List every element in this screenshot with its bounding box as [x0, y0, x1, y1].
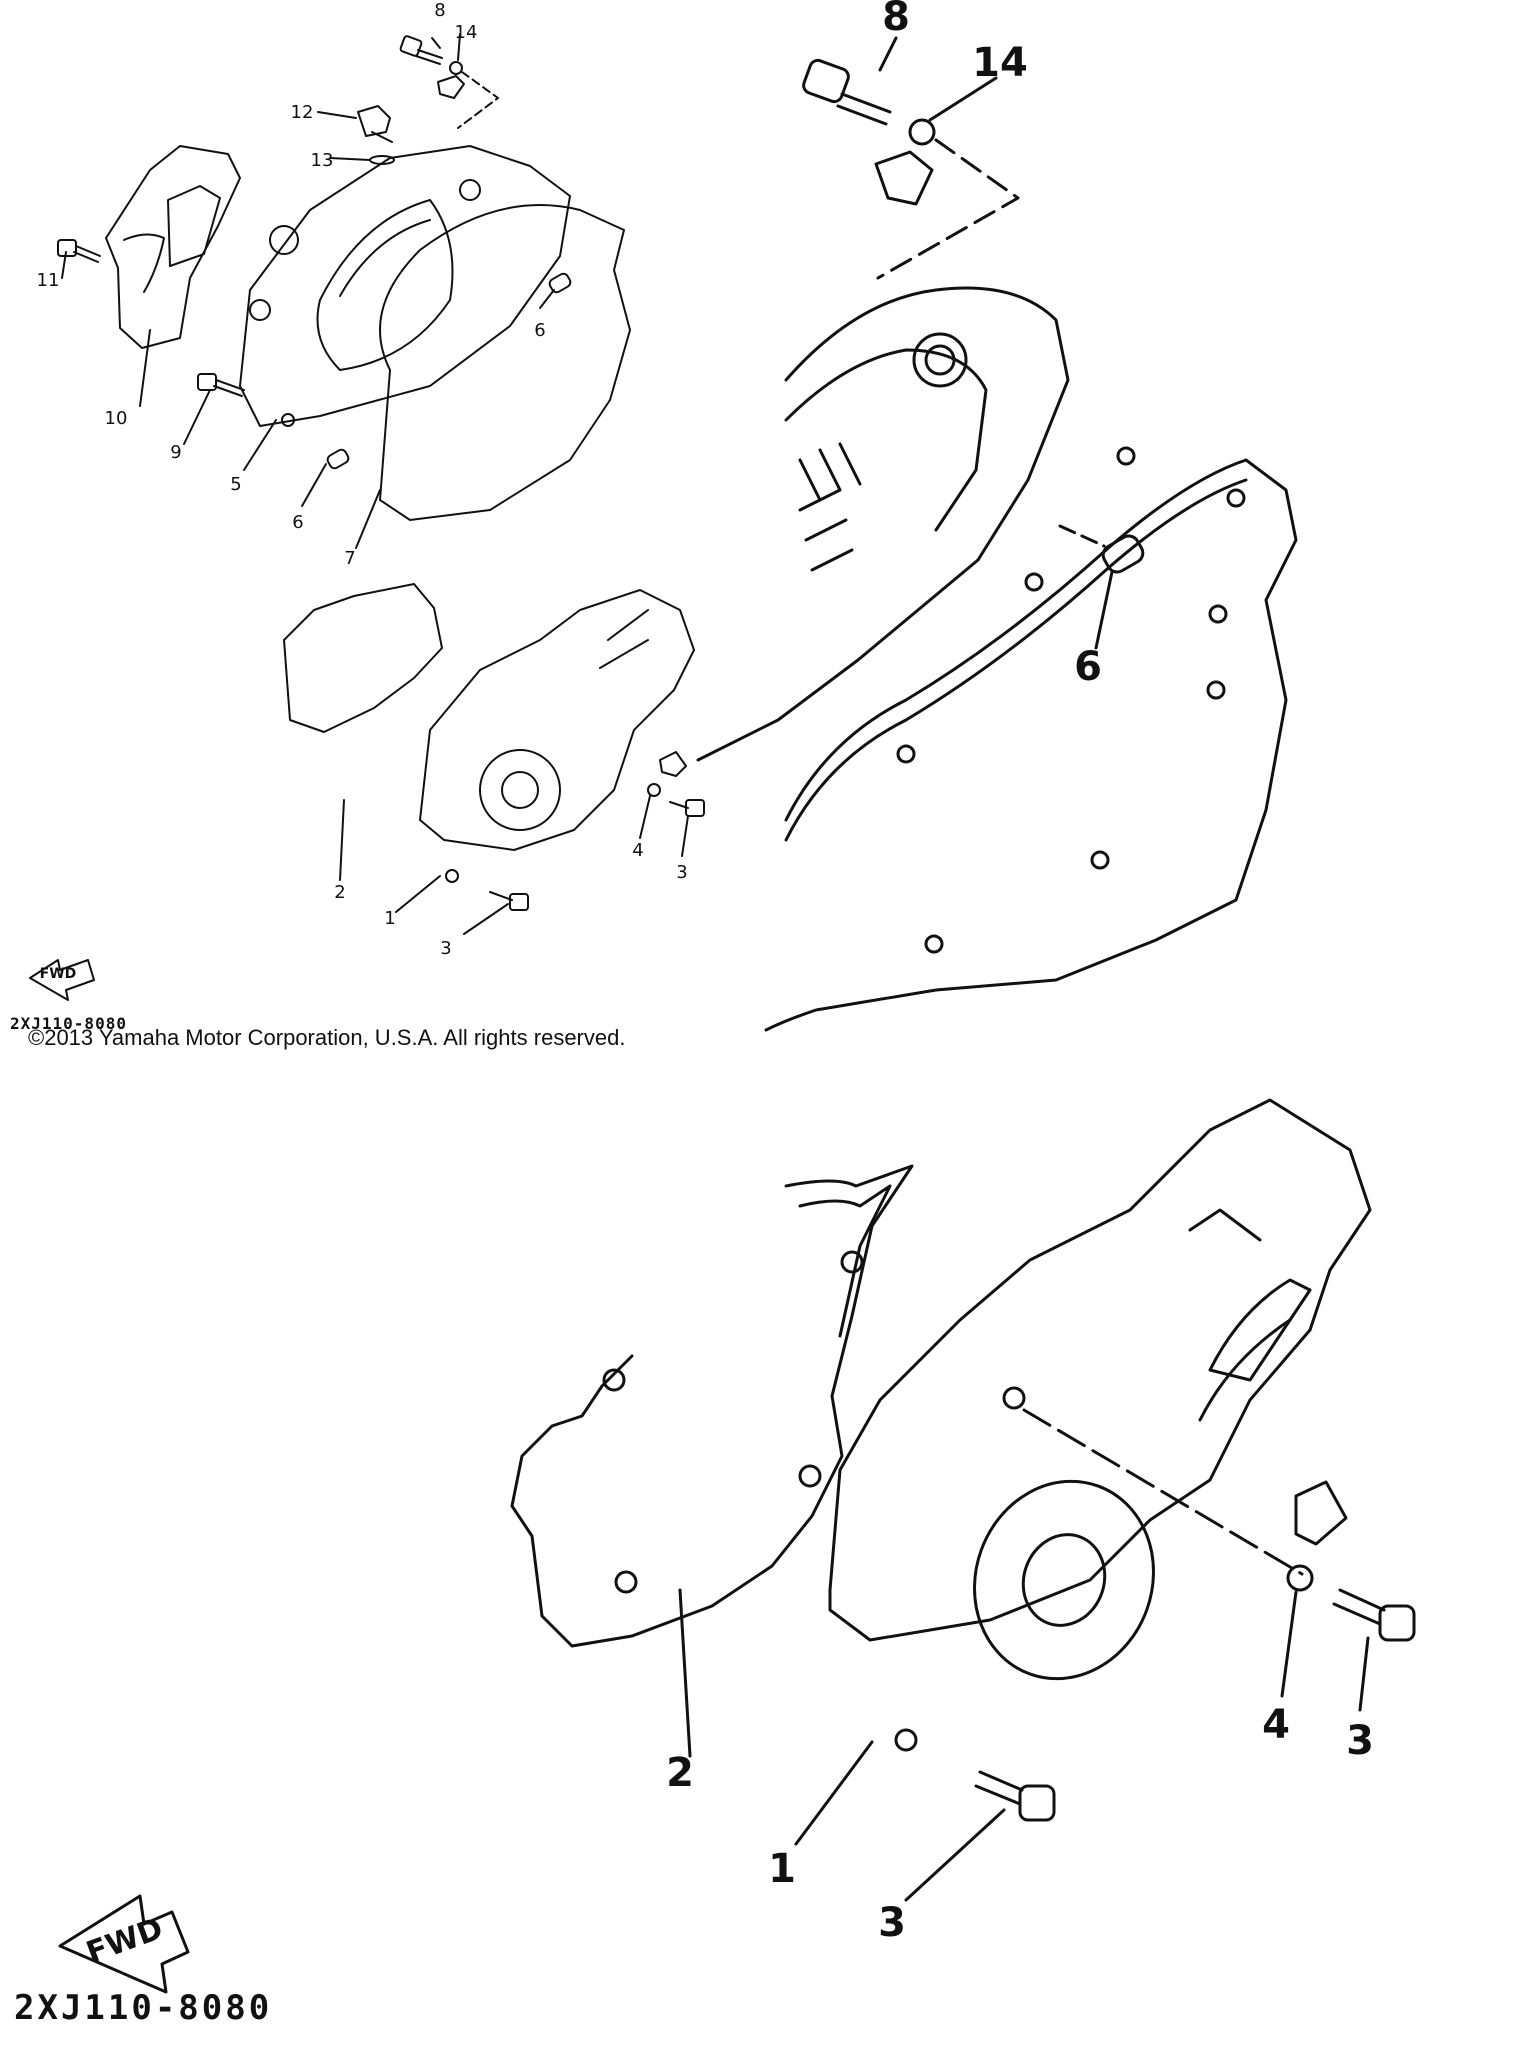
callout-2: 2	[666, 1750, 694, 1796]
bolt-part-11	[57, 239, 101, 263]
fwd-arrow-icon	[58, 1894, 190, 1994]
dowel-part-6	[326, 448, 350, 470]
diagram-code-large: 2XJ110-8080	[14, 1988, 273, 2028]
callout-6: 6	[534, 320, 545, 341]
callout-4: 4	[1262, 1702, 1290, 1748]
zoom-detail-upper: 8 14 6	[696, 0, 1298, 1032]
overview-diagram: 8 14 12 13 11 10 9 5 6 6 7 2 1 3 4 3 FWD	[29, 0, 705, 1001]
bolt-part-3	[489, 891, 529, 911]
callout-8: 8	[434, 0, 445, 21]
callout-1: 1	[384, 908, 395, 929]
clip-part-4	[1286, 1480, 1348, 1592]
dowel-part-6	[1101, 534, 1145, 574]
callout-3: 3	[676, 862, 687, 883]
callout-3: 3	[878, 1900, 906, 1946]
crankcase-cover-part-5	[784, 348, 988, 532]
callout-7: 7	[344, 548, 355, 569]
callout-3: 3	[1346, 1718, 1374, 1764]
callout-2: 2	[334, 882, 345, 903]
generator-cover-part-1	[828, 1098, 1372, 1752]
bolt-part-8	[802, 58, 892, 126]
bolt-part-3	[669, 799, 705, 817]
cover-part-10	[105, 145, 241, 349]
callout-5: 5	[230, 474, 241, 495]
callout-6: 6	[292, 512, 303, 533]
gasket-part-2	[510, 1164, 914, 1648]
gasket-part-2	[283, 583, 443, 733]
fwd-label: FWD	[40, 966, 77, 982]
fwd-arrow-icon	[29, 959, 95, 1001]
callout-14: 14	[455, 22, 478, 43]
callout-8: 8	[882, 0, 910, 40]
crankcase-cover-part-5	[696, 286, 1070, 762]
bolt-part-3	[1332, 1588, 1416, 1642]
callout-3: 3	[440, 938, 451, 959]
callout-10: 10	[105, 408, 128, 429]
gasket-part-7	[764, 458, 1298, 1032]
copyright-notice: ©2013 Yamaha Motor Corporation, U.S.A. A…	[28, 1025, 626, 1050]
callout-4: 4	[632, 840, 643, 861]
callout-13: 13	[311, 150, 334, 171]
plug-part-12	[357, 105, 393, 143]
clip-part-14	[437, 61, 499, 129]
clip-part-14	[874, 118, 1020, 280]
generator-cover-part-1	[419, 589, 695, 883]
callout-12: 12	[291, 102, 314, 123]
gasket-part-7	[379, 204, 631, 521]
crankcase-cover-part-5	[239, 145, 571, 427]
zoom-detail-lower: 2 1 3 4 3 FWD	[58, 1098, 1416, 1994]
clip-part-4	[647, 751, 687, 797]
bolt-part-9	[197, 373, 245, 397]
bolt-part-3	[974, 1770, 1056, 1822]
bolt-part-8	[399, 35, 443, 65]
callout-11: 11	[37, 270, 60, 291]
diagram-code-small: 2XJ110-8080	[10, 1014, 127, 1033]
dowel-part-6	[548, 272, 572, 294]
callout-9: 9	[170, 442, 181, 463]
fwd-label: FWD	[82, 1911, 168, 1971]
callout-1: 1	[768, 1846, 796, 1892]
callout-14: 14	[972, 40, 1028, 86]
callout-6: 6	[1074, 644, 1102, 690]
gasket-part-7	[784, 478, 1248, 842]
